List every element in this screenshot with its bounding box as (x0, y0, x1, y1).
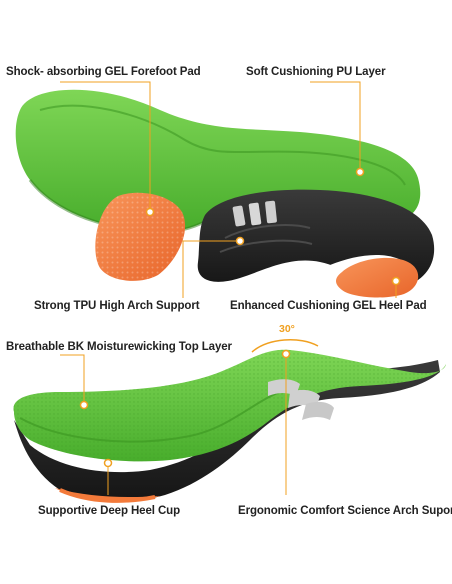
label-heel-pad: Enhanced Cushioning GEL Heel Pad (230, 300, 427, 312)
heel-base-strip (55, 488, 160, 502)
callout-dot-icon (79, 400, 89, 410)
label-heel-cup: Supportive Deep Heel Cup (38, 505, 181, 517)
heel-cup-shell (14, 360, 440, 502)
callout-dot-icon (355, 167, 365, 177)
callout-lines (60, 81, 397, 495)
callout-dot-icon (235, 236, 245, 246)
callout-dot-icon (103, 458, 113, 468)
arch-side-ribs (268, 379, 334, 420)
angle-arc (251, 339, 319, 353)
callout-line-top (60, 354, 85, 405)
callout-dot-icon (391, 276, 401, 286)
upper-insole (15, 89, 435, 298)
label-arch-support: Strong TPU High Arch Support (34, 300, 200, 312)
arch-ribs (219, 200, 313, 253)
label-forefoot-pad: Shock- absorbing GEL Forefoot Pad (6, 66, 201, 78)
label-top-layer: Breathable BK Moisturewicking Top Layer (6, 341, 232, 353)
callout-dot-icon (145, 207, 155, 217)
callout-dot-icon (281, 349, 291, 359)
callout-line-arch (182, 240, 240, 298)
label-ergonomic-arch: Ergonomic Comfort Science Arch Suport (238, 505, 452, 517)
callout-line-pu (310, 81, 361, 172)
lower-insole (13, 339, 447, 503)
callout-line-forefoot (60, 81, 151, 212)
label-angle: 30° (279, 323, 295, 335)
label-pu-layer: Soft Cushioning PU Layer (246, 66, 386, 78)
callout-dots (79, 167, 401, 468)
heel-gel-pad-shape (336, 257, 419, 298)
